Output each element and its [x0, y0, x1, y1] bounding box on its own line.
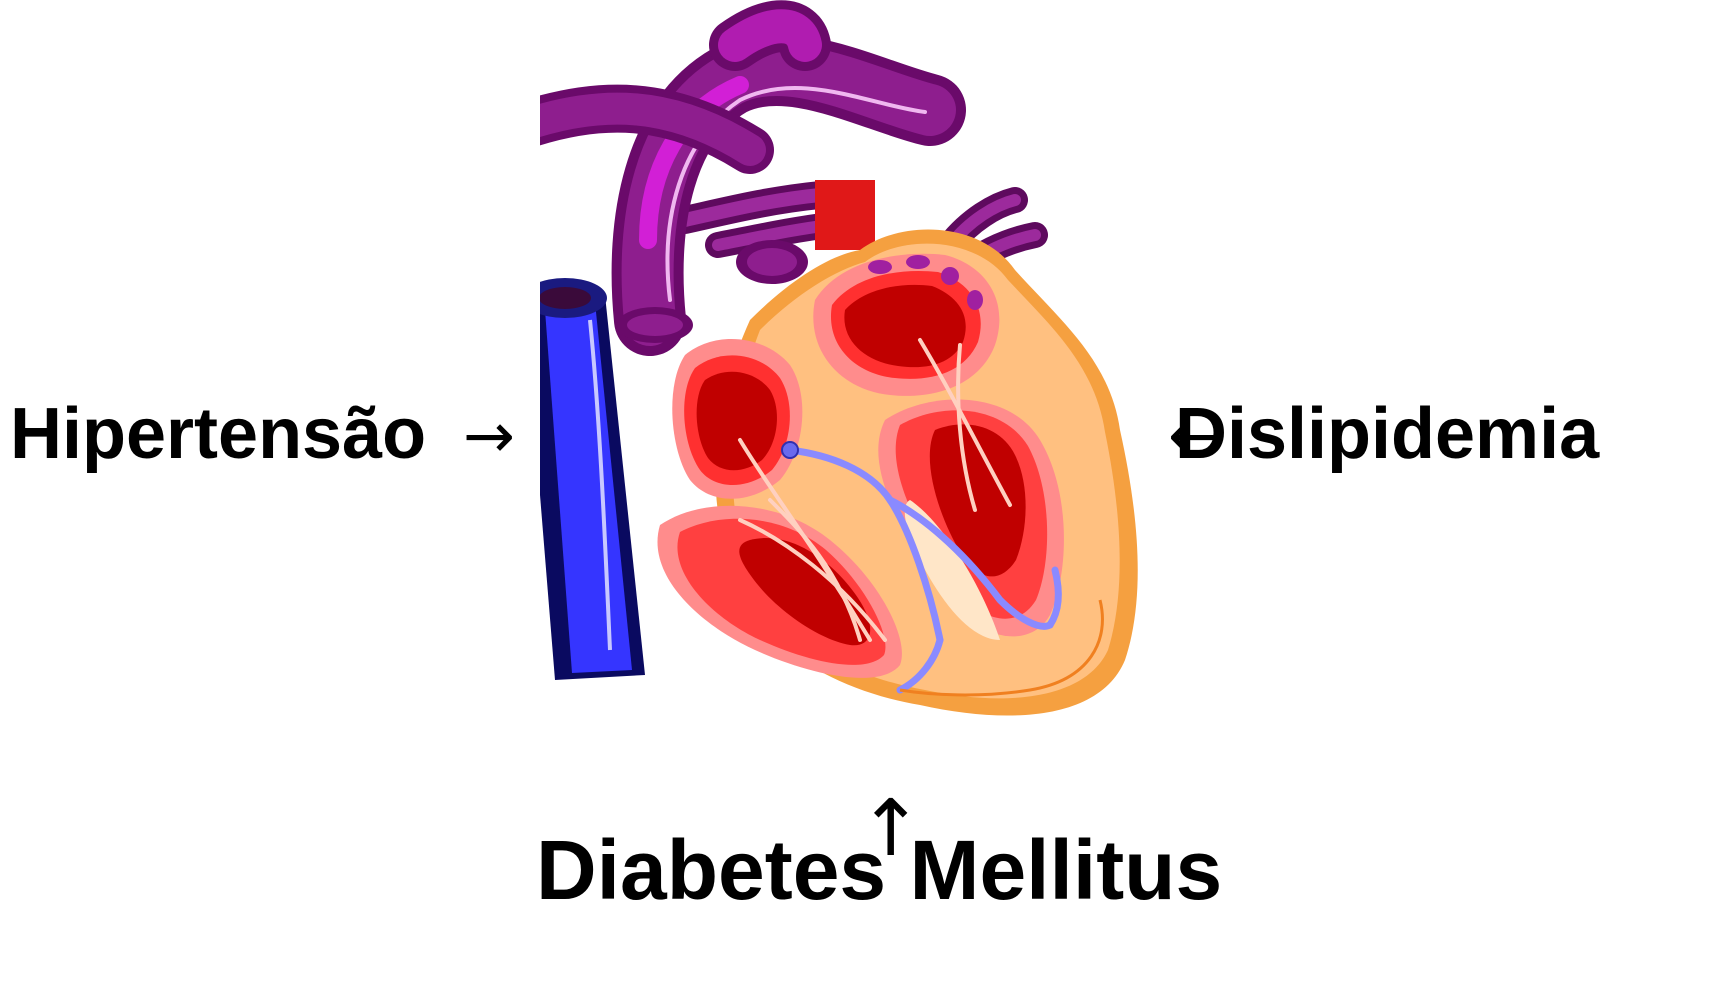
label-hypertension: Hipertensão [10, 398, 426, 470]
arrow-right-icon: → [463, 405, 515, 467]
ascending-aorta [815, 180, 875, 250]
pulmonary-branches [685, 195, 830, 245]
label-dyslipidemia: Dislipidemia [1175, 398, 1599, 470]
label-diabetes: Diabetes Mellitus [536, 828, 1222, 912]
heart-illustration [540, 0, 1170, 720]
heart-body [657, 230, 1137, 716]
